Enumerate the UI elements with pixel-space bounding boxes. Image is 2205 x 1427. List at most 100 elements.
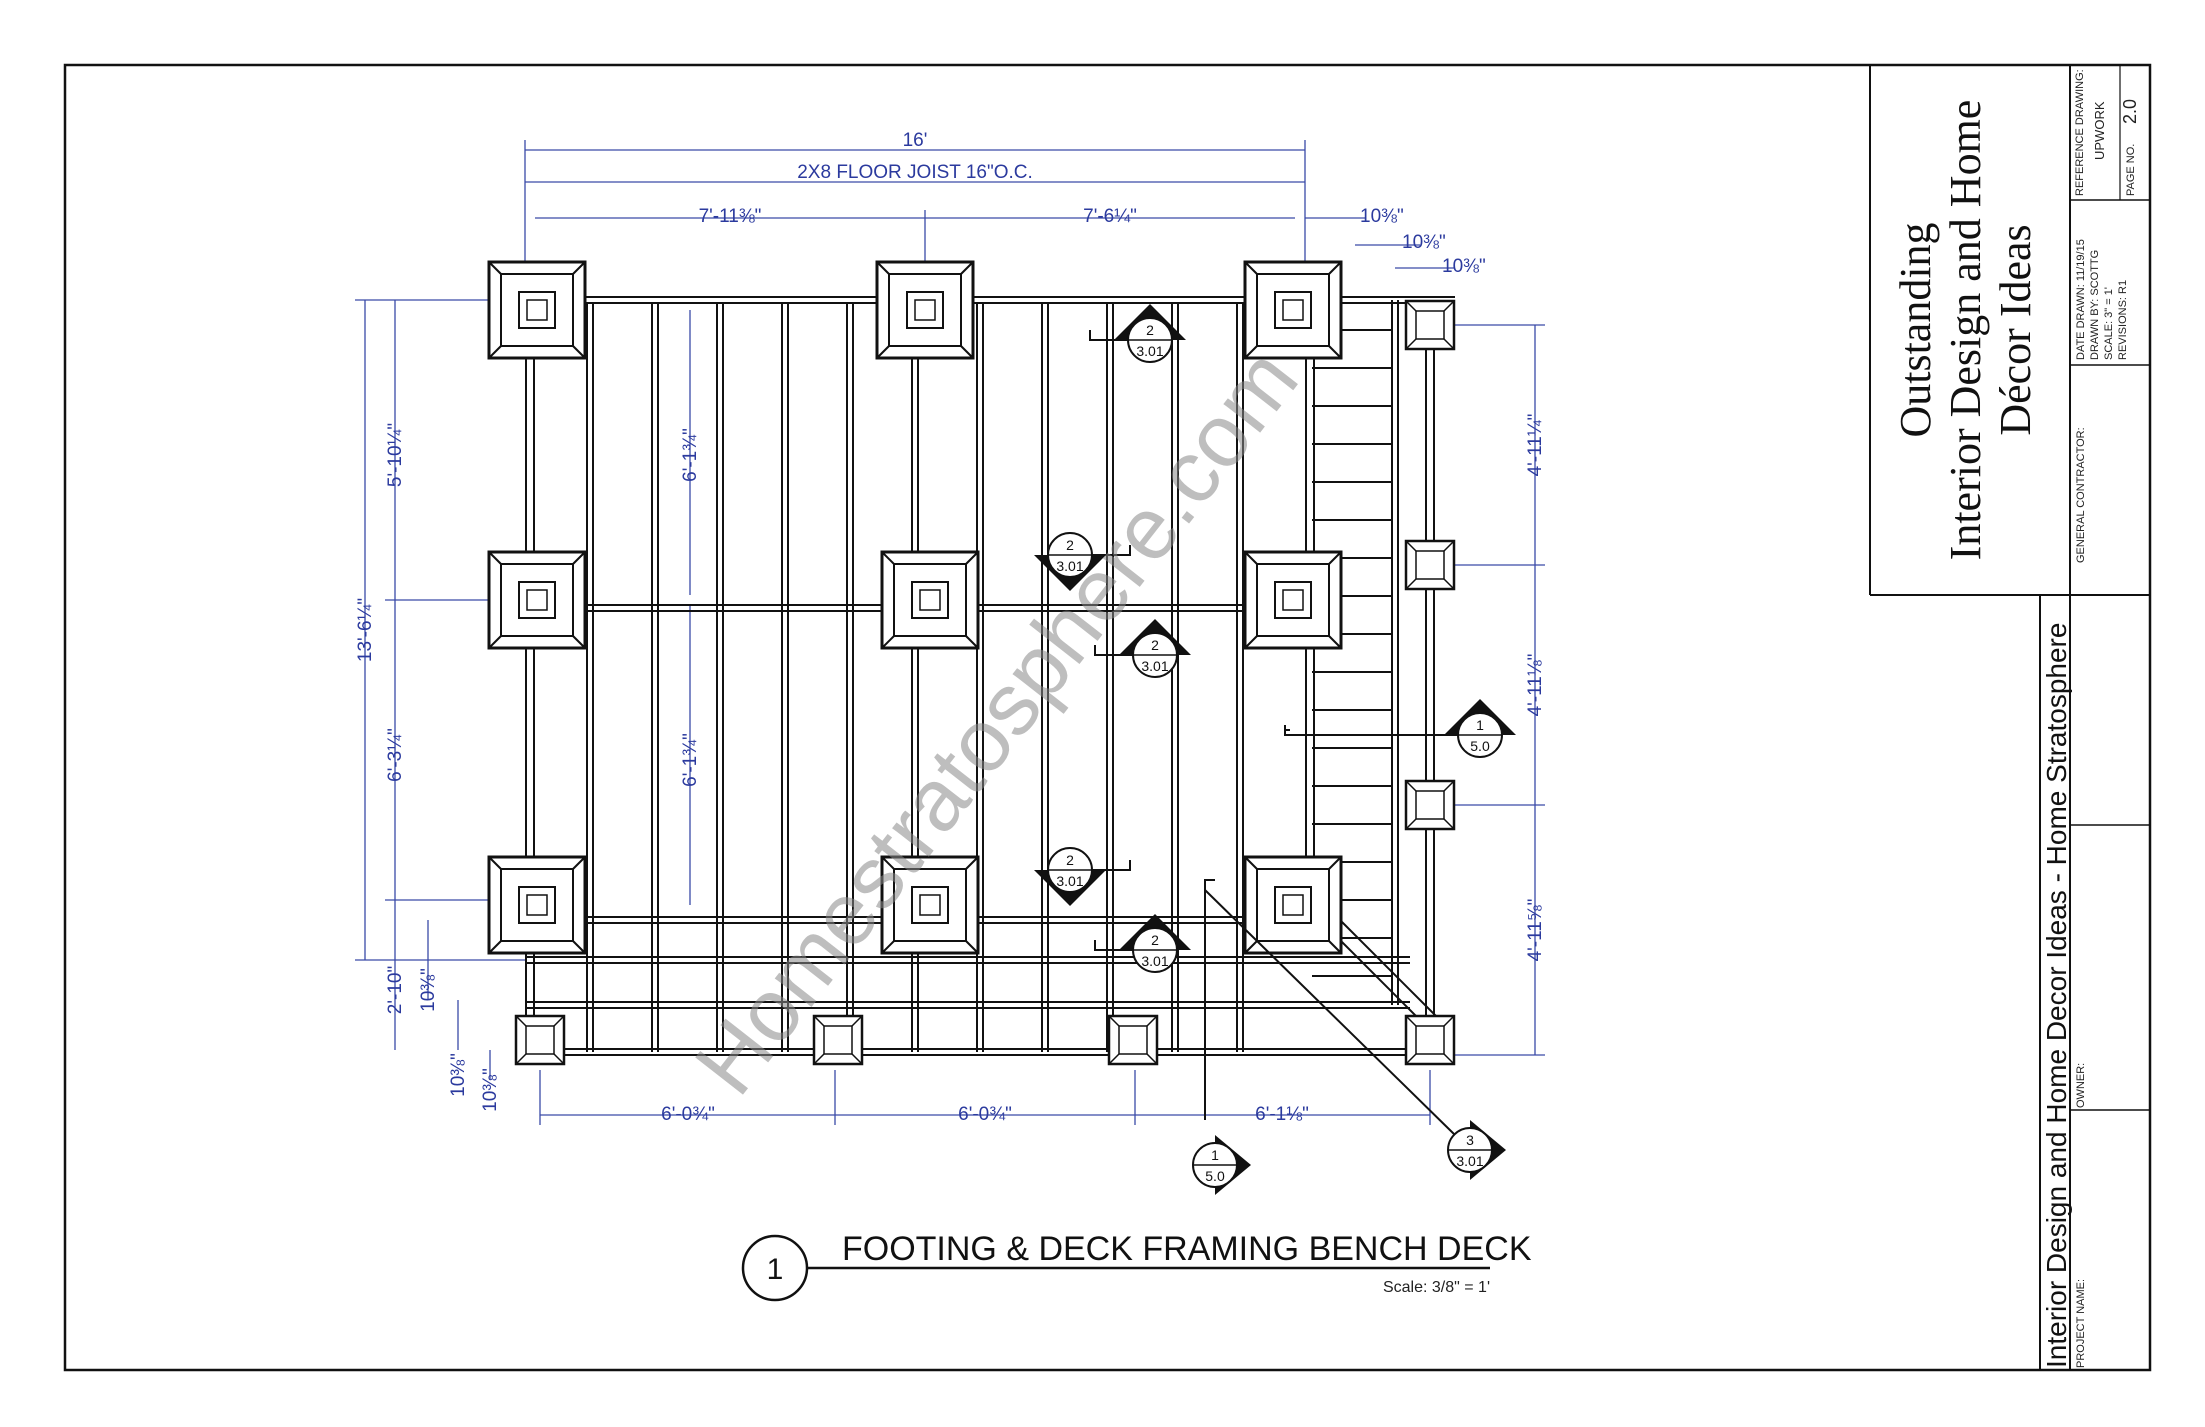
section-tag-reference: 5.0: [1470, 738, 1490, 754]
dim-bottom-3: 6'-1⅛": [1255, 1104, 1309, 1125]
footing-large: [1243, 855, 1343, 955]
footing-small: [1404, 299, 1456, 351]
company-name-line-1: Outstanding: [1891, 222, 1940, 437]
section-tag: 23.01: [1094, 914, 1191, 973]
footing-large: [1243, 260, 1343, 360]
footing-large: [875, 260, 975, 360]
bench-rim-right: [1425, 300, 1435, 1052]
floor-joist: [1041, 304, 1049, 1052]
plan-title: FOOTING & DECK FRAMING BENCH DECK: [842, 1230, 1532, 1268]
dimension-labels: 16' 2X8 FLOOR JOIST 16"O.C. 7'-11⅜" 7'-6…: [355, 130, 1546, 1125]
footing-small: [1404, 1014, 1456, 1066]
section-tag-reference: 3.01: [1056, 558, 1083, 574]
dim-right-1: 4'-11¼": [1525, 414, 1546, 477]
dim-top-small-1: 10⅜": [1360, 206, 1404, 227]
floor-joist: [781, 304, 789, 1052]
dim-right-3: 4'-11⅝": [1525, 899, 1546, 962]
footing-small: [1404, 779, 1456, 831]
dim-inner-lower: 6'-1¾": [680, 733, 701, 787]
dim-top-left: 7'-11⅜": [699, 206, 762, 227]
footing-small: [812, 1014, 864, 1066]
scale-label: SCALE: 3" = 1': [2103, 287, 2115, 360]
dim-left-upper: 5'-10¼": [385, 423, 406, 487]
section-tag-number: 2: [1146, 322, 1154, 338]
section-tag-number: 3: [1466, 1132, 1474, 1148]
plan-scale: Scale: 3/8" = 1': [1383, 1279, 1490, 1296]
section-tag: 23.01: [1089, 304, 1186, 363]
general-contractor-label: GENERAL CONTRACTOR:: [2075, 427, 2087, 563]
section-tag-reference: 3.01: [1056, 873, 1083, 889]
section-tag: 23.01: [1034, 847, 1131, 906]
project-name: Interior Design and Home Decor Ideas - H…: [2041, 623, 2072, 1368]
dim-left-small-3: 10⅜": [480, 1068, 501, 1112]
reference-drawing-label: REFERENCE DRAWING:: [2074, 69, 2086, 196]
section-tag-number: 2: [1066, 852, 1074, 868]
company-name-line-3: Décor Ideas: [1991, 224, 2040, 435]
revisions-label: REVISIONS: R1: [2117, 280, 2129, 360]
date-drawn: DATE DRAWN: 11/19/15: [2075, 239, 2087, 360]
floor-joist: [1106, 304, 1114, 1052]
footing-large: [487, 260, 587, 360]
plan-number: 1: [767, 1253, 784, 1286]
dim-inner-upper: 6'-1¾": [680, 428, 701, 482]
section-tag: 23.01: [1034, 532, 1131, 591]
section-tag-number: 1: [1211, 1147, 1219, 1163]
footing-large: [880, 550, 980, 650]
section-tag-number: 1: [1476, 717, 1484, 733]
footing-large: [880, 855, 980, 955]
bench-rim-1: [525, 956, 1410, 964]
plan-title-block: 1 FOOTING & DECK FRAMING BENCH DECK Scal…: [741, 1230, 1532, 1302]
dim-left-lower: 6'-3¼": [385, 728, 406, 782]
section-tag: 33.01: [1447, 1120, 1506, 1180]
footing-large: [1243, 550, 1343, 650]
dim-left-overall: 13'-6¼": [355, 598, 376, 662]
section-tag: 15.0: [1192, 1135, 1251, 1195]
title-block: Outstanding Interior Design and Home Déc…: [1869, 65, 2150, 1370]
company-name-line-2: Interior Design and Home: [1941, 100, 1990, 561]
section-tag-reference: 3.01: [1136, 343, 1163, 359]
sheet-border: [63, 63, 2152, 1372]
footings: [487, 260, 1456, 1066]
dim-overall-width: 16': [903, 130, 928, 151]
section-tag-reference: 3.01: [1141, 658, 1168, 674]
dim-top-right: 7'-6¼": [1083, 206, 1137, 227]
dim-left-bench: 2'-10": [385, 966, 406, 1014]
floor-joist: [586, 304, 594, 1052]
dim-left-small-2: 10⅜": [448, 1053, 469, 1097]
page-no-label: PAGE NO.: [2125, 144, 2137, 196]
section-leaders: [1204, 729, 1456, 1136]
dim-top-small-3: 10⅜": [1442, 256, 1486, 277]
section-tag: 23.01: [1094, 619, 1191, 678]
page-number: 2.0: [2120, 99, 2140, 124]
dim-top-small-2: 10⅜": [1402, 232, 1446, 253]
reference-drawing-value: UPWORK: [2092, 101, 2107, 160]
bench-rim-right-inner: [1391, 300, 1399, 1005]
owner-label: OWNER:: [2075, 1063, 2087, 1108]
floor-joist: [846, 304, 854, 1052]
footing-small: [1404, 539, 1456, 591]
section-tag-number: 2: [1151, 637, 1159, 653]
dim-right-2: 4'-11⅛": [1525, 654, 1546, 717]
dim-bottom-1: 6'-0¾": [661, 1104, 715, 1125]
dim-left-small-1: 10⅜": [418, 968, 439, 1012]
footing-large: [487, 855, 587, 955]
dim-joist-note: 2X8 FLOOR JOIST 16"O.C.: [797, 162, 1033, 183]
dim-bottom-2: 6'-0¾": [958, 1104, 1012, 1125]
section-tag-reference: 3.01: [1141, 953, 1168, 969]
floor-joist: [651, 304, 659, 1052]
floor-joist: [716, 304, 724, 1052]
footing-small: [514, 1014, 566, 1066]
section-tag-number: 2: [1151, 932, 1159, 948]
section-tag: 15.0: [1284, 699, 1516, 758]
section-tag-reference: 3.01: [1456, 1153, 1483, 1169]
dimension-lines: [355, 140, 1545, 1125]
section-tag-number: 2: [1066, 537, 1074, 553]
drawn-by: DRAWN BY: SCOTTG: [2089, 250, 2101, 360]
footing-small: [1107, 1014, 1159, 1066]
section-tag-reference: 5.0: [1205, 1168, 1225, 1184]
project-name-label: PROJECT NAME:: [2075, 1279, 2087, 1368]
watermark: Homestratosphere.com: [675, 330, 1316, 1112]
bench-rim-2: [525, 1001, 1410, 1009]
